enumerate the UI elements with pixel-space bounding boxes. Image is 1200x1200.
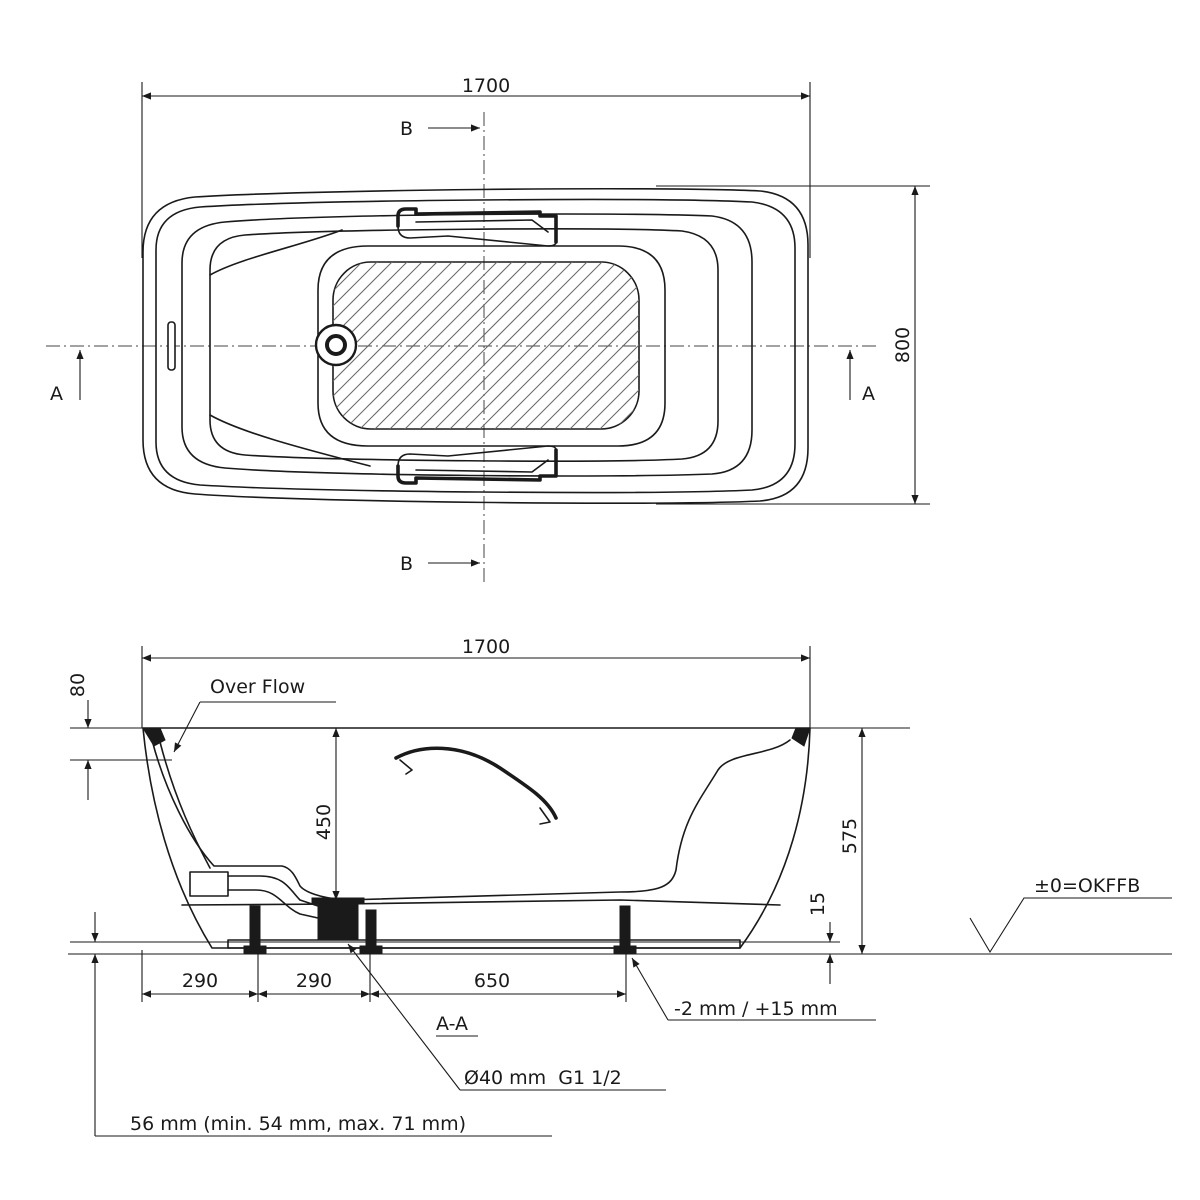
handle-top-icon	[396, 207, 558, 247]
plan-width-dimension: 800	[656, 185, 930, 505]
rim-thickness-label: 80	[67, 673, 89, 697]
dimension-left-offset: 290	[142, 970, 258, 998]
tub-rim-inner-edge	[155, 198, 796, 494]
section-marker-b-bottom: B	[400, 553, 480, 575]
feet-spacing-label: 650	[474, 970, 510, 992]
drain-offset-label: 290	[296, 970, 332, 992]
tub-section-outer-shell	[142, 727, 811, 949]
section-marker-b-top: B	[400, 118, 480, 140]
section-b-bottom-label: B	[400, 553, 413, 575]
dimension-drain-offset: 290	[258, 970, 370, 998]
backrest-slope-top	[209, 229, 343, 276]
drain-height-label: 56 mm (min. 54 mm, max. 71 mm)	[130, 1113, 466, 1135]
foot-left	[243, 905, 267, 955]
handle-section-icon	[394, 746, 558, 825]
tub-section-underside	[181, 899, 781, 906]
floor-reference-symbol: ±0=OKFFB	[969, 875, 1172, 954]
section-view: 1700 80 Over Flow	[67, 636, 1172, 1137]
foot-clearance-label: 15	[807, 892, 829, 916]
backrest-slope-bottom	[209, 414, 371, 467]
tub-side-step	[209, 228, 719, 462]
section-a-right-label: A	[862, 383, 875, 405]
foot-right	[613, 905, 637, 955]
tub-section-base-plate	[227, 939, 741, 949]
plan-view: 1700 800 B B A A	[46, 75, 930, 585]
drain-pipe-assembly	[189, 871, 365, 941]
section-marker-a-left: A	[50, 350, 84, 405]
tub-section-wall-left	[159, 741, 211, 869]
section-b-top-label: B	[400, 118, 413, 140]
section-length-label: 1700	[462, 636, 510, 658]
handle-bottom-icon	[396, 445, 558, 485]
foot-adjust-label: -2 mm / +15 mm	[674, 998, 838, 1020]
rim-thickness-dimension: 80	[67, 673, 92, 800]
section-a-left-label: A	[50, 383, 63, 405]
overflow-callout: Over Flow	[173, 676, 336, 753]
total-height-label: 575	[839, 818, 861, 854]
drain-spec-callout: Ø40 mm G1 1/2	[347, 943, 666, 1091]
inner-depth-dimension: 450	[313, 728, 340, 900]
overflow-slot	[167, 321, 176, 371]
tub-upper-basin	[181, 213, 753, 477]
section-marker-a-right: A	[846, 350, 875, 405]
section-length-dimension: 1700	[141, 636, 811, 728]
rim-cap-left	[142, 727, 166, 747]
plan-length-label: 1700	[462, 75, 510, 97]
foot-clearance-dimension: 15	[807, 892, 834, 984]
overflow-label: Over Flow	[210, 676, 305, 698]
rim-cap-right	[791, 727, 811, 747]
tub-inner-basin	[317, 245, 666, 447]
plan-width-label: 800	[892, 327, 914, 363]
drain-icon	[314, 323, 358, 367]
plan-length-dimension: 1700	[141, 75, 811, 258]
tub-outer-rim	[142, 187, 809, 505]
tub-floor-hatched-area	[332, 261, 640, 430]
drain-spec-label: Ø40 mm G1 1/2	[464, 1067, 622, 1089]
section-title-label: A-A	[436, 1013, 468, 1035]
section-title: A-A	[436, 1013, 478, 1037]
floor-reference-label: ±0=OKFFB	[1034, 875, 1140, 897]
dimension-feet-spacing: 650	[370, 970, 626, 998]
foot-adjust-callout: -2 mm / +15 mm	[631, 957, 876, 1021]
left-offset-label: 290	[182, 970, 218, 992]
drain-height-dimension: 56 mm (min. 54 mm, max. 71 mm)	[91, 912, 552, 1137]
tub-section-inner-profile	[151, 739, 791, 901]
total-height-dimension: 575	[839, 728, 866, 954]
foot-center	[359, 909, 383, 955]
inner-depth-label: 450	[313, 804, 335, 840]
